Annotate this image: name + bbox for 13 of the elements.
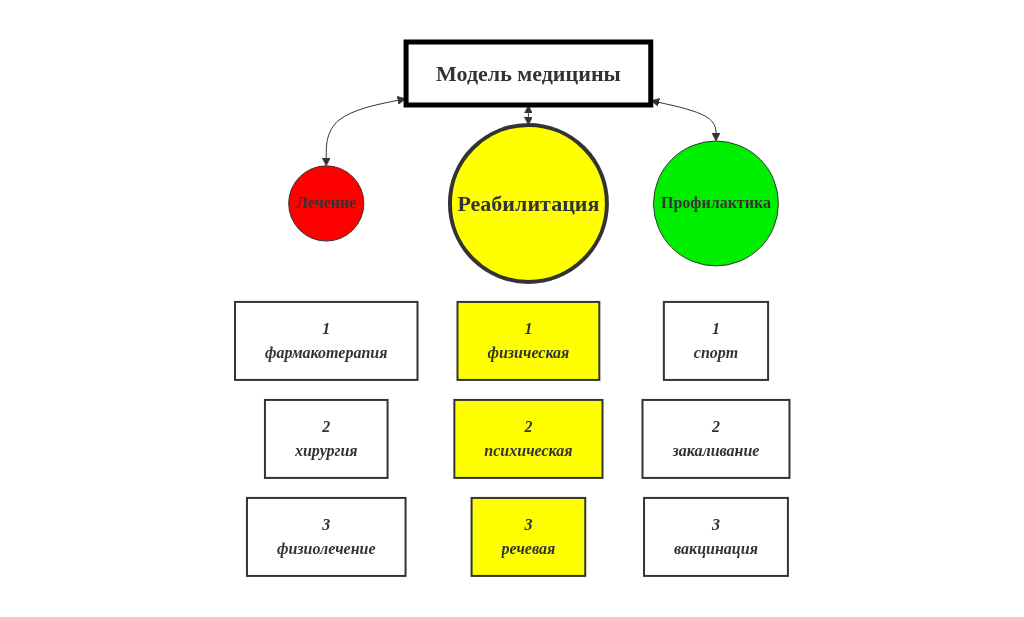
node-circle: Лечение [287,164,365,242]
node-circle: Профилактика [652,140,779,266]
node-box: 1 физическая [456,300,601,381]
node-box: 2 психическая [453,398,604,479]
node-box: Модель медицины [403,39,653,108]
node-box: 2 закаливание [641,398,791,479]
node-box: 3 физиолечение [245,496,407,577]
node-box: 1 фармакотерапия [233,300,419,381]
node-box: 3 вакцинация [642,496,789,577]
node-box: 2 хирургия [263,398,389,479]
node-box: 1 спорт [662,300,769,381]
node-circle: Реабилитация [447,122,609,284]
arrow [650,97,721,141]
